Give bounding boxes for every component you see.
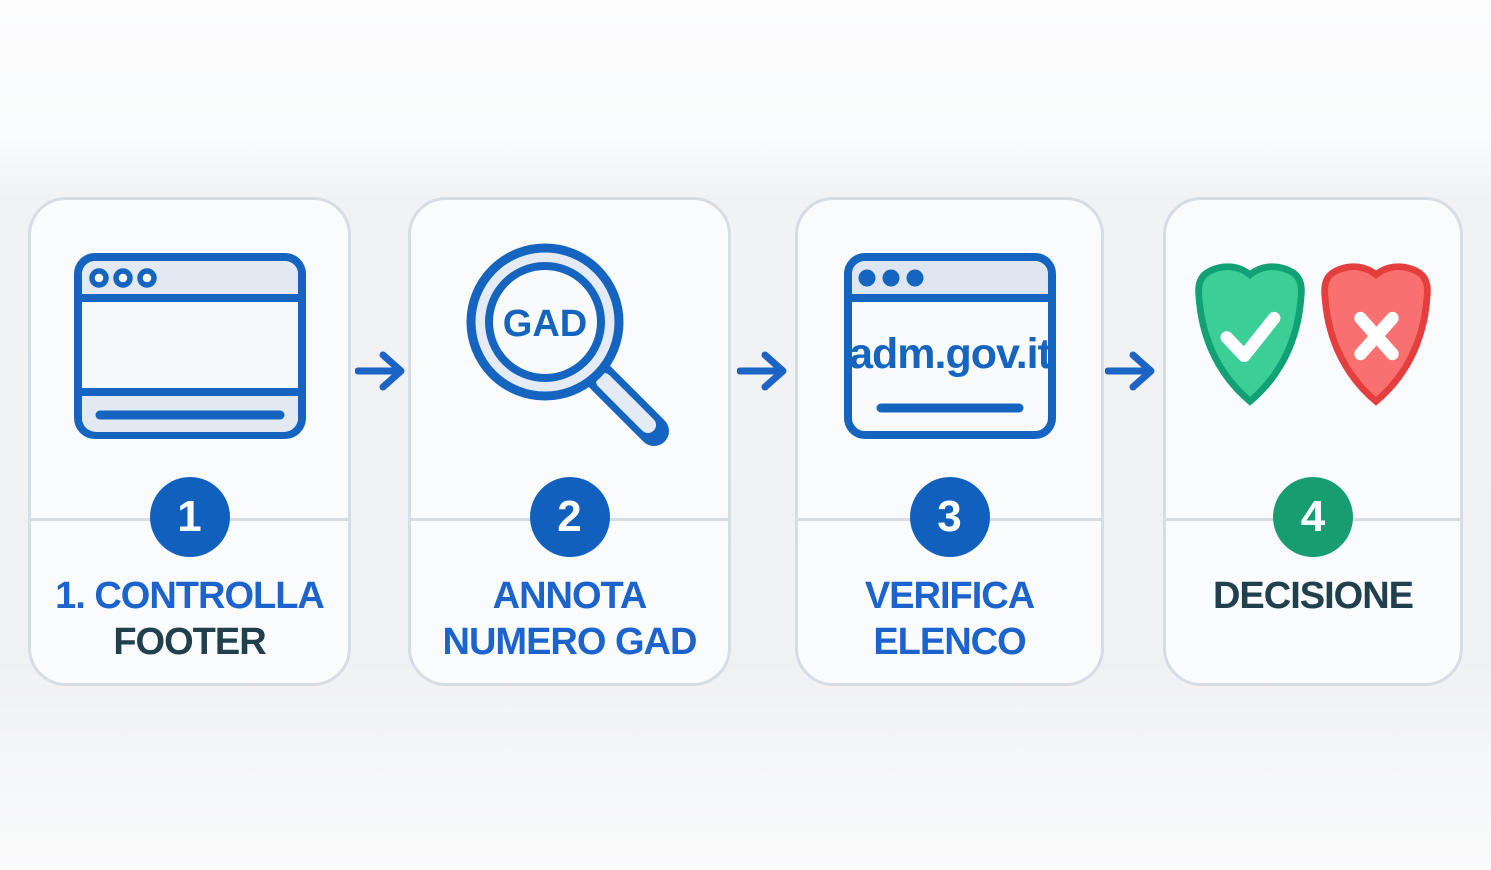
step-number: 4 [1300, 492, 1326, 541]
browser-window-footer-icon [73, 253, 306, 439]
step-number: 2 [557, 492, 582, 541]
shield-check-icon [1195, 263, 1305, 406]
step-number: 3 [937, 492, 962, 541]
step-number-badge-4: 4 [1273, 477, 1353, 557]
step-card-verifica-elenco: adm.gov.it 3 VERIFICA ELENCO [795, 197, 1104, 686]
arrow-right-icon [737, 351, 787, 391]
arrow-right-icon [1105, 351, 1155, 391]
window-dot-icon [88, 268, 109, 288]
step-title-line2: NUMERO GAD [442, 621, 698, 663]
step-title: ANNOTA NUMERO GAD [411, 573, 728, 665]
window-dot-icon [882, 269, 899, 287]
window-dot-icon [906, 269, 923, 287]
step-number-badge-2: 2 [529, 477, 610, 557]
step-title-line1: VERIFICA [864, 575, 1035, 617]
step-title-line2: FOOTER [113, 621, 266, 663]
step-card-controlla-footer: 1 1. CONTROLLA FOOTER [28, 197, 351, 686]
step-title-line1: 1. CONTROLLA [55, 575, 325, 617]
step-title: 1. CONTROLLA FOOTER [31, 573, 348, 665]
step-number: 1 [177, 492, 202, 541]
arrow-right-icon [355, 351, 405, 391]
magnifying-glass-icon: GAD [466, 243, 669, 446]
browser-window-url-icon: adm.gov.it [843, 253, 1056, 439]
step-number-badge-1: 1 [149, 477, 230, 557]
url-label: adm.gov.it [849, 330, 1052, 378]
cross-icon [1354, 311, 1399, 361]
step-card-annota-numero-gad: GAD 2 ANNOTA NUMERO GAD [408, 197, 731, 686]
shield-cross-icon [1321, 263, 1431, 406]
window-dot-icon [136, 268, 157, 288]
step-title-line2: ELENCO [873, 621, 1026, 663]
window-dot-icon [112, 268, 133, 288]
step-title-line1: ANNOTA [492, 575, 648, 617]
step-title: DECISIONE [1166, 573, 1460, 619]
checkmark-icon [1220, 311, 1281, 363]
step-title: VERIFICA ELENCO [798, 573, 1101, 665]
step-number-badge-3: 3 [909, 477, 990, 557]
magnifier-label: GAD [503, 303, 587, 345]
step-title-line1: DECISIONE [1212, 575, 1414, 617]
step-card-decisione: 4 DECISIONE [1163, 197, 1463, 686]
window-dot-icon [858, 269, 875, 287]
